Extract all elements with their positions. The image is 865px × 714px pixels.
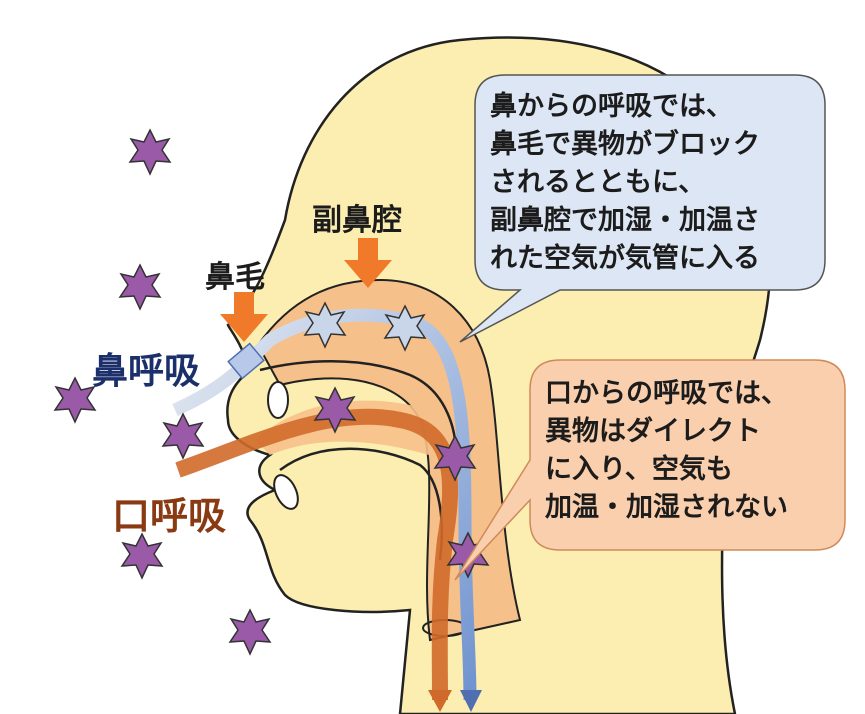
bubble-line: 鼻からの呼吸では、 <box>490 91 733 122</box>
nasal-bubble-text: 鼻からの呼吸では、 鼻毛で異物がブロック されるとともに、 副鼻腔で加湿・加温さ… <box>490 88 760 278</box>
particle-star-icon <box>229 609 271 655</box>
sinus-label: 副鼻腔 <box>312 203 402 238</box>
nasal-breathing-label: 鼻呼吸 <box>92 351 201 392</box>
sinus-down-arrow-icon <box>344 238 392 288</box>
mouth-bubble-text: 口からの呼吸では、 異物はダイレクト に入り、空気も 加温・加湿されない <box>545 375 788 527</box>
bubble-line: れた空気が気管に入る <box>490 243 760 274</box>
particle-star-icon <box>162 413 204 459</box>
particle-star-icon <box>129 129 171 175</box>
bubble-line: 鼻毛で異物がブロック <box>490 129 760 160</box>
nose-hair-label: 鼻毛 <box>205 260 265 295</box>
bubble-line: に入り、空気も <box>545 454 733 485</box>
nasal-airflow-arrowhead <box>460 690 482 712</box>
bubble-line: 口からの呼吸では、 <box>545 378 788 409</box>
bubble-line: 異物はダイレクト <box>545 416 761 447</box>
mouth-breathing-label: 口呼吸 <box>112 494 227 538</box>
bubble-line: されるとともに、 <box>490 167 706 198</box>
bubble-line: 副鼻腔で加湿・加温さ <box>490 205 760 236</box>
bubble-line: 加温・加湿されない <box>545 492 788 523</box>
particle-star-icon <box>121 533 163 579</box>
particle-star-icon <box>54 377 96 423</box>
nose-hair-filter <box>227 342 265 380</box>
particle-star-icon <box>119 264 161 310</box>
nasal-bubble-shape <box>459 74 826 343</box>
mouth-airflow-arrowhead <box>428 690 452 712</box>
nose-hair-down-arrow-icon <box>220 292 268 342</box>
mouth-bubble-shape <box>454 359 846 581</box>
